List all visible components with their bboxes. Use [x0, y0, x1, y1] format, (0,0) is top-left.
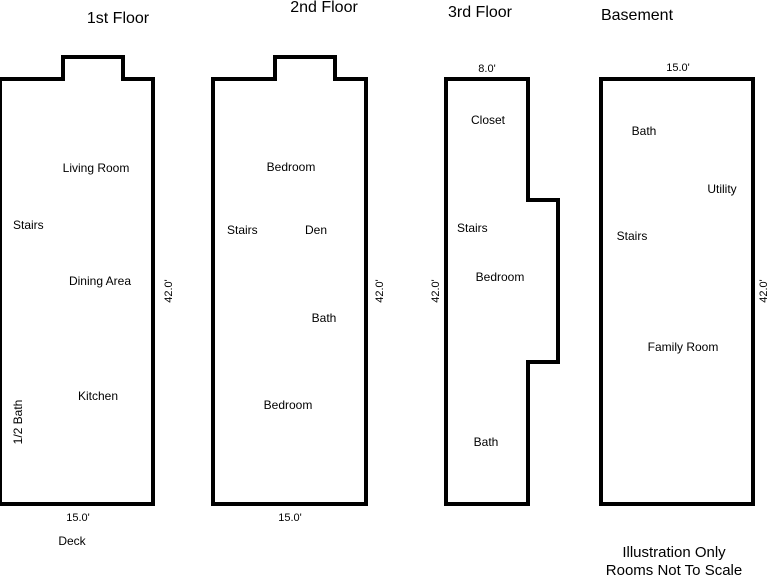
second-floor-depth-label: 42.0' [374, 279, 386, 303]
first-floor-title: 1st Floor [87, 10, 150, 27]
second-floor-outline [211, 55, 368, 506]
basement-width-label: 15.0' [666, 62, 690, 74]
room-label-stairs: Stairs [13, 218, 44, 232]
room-label-utility: Utility [707, 182, 736, 196]
third-floor-depth-label: 42.0' [430, 279, 442, 303]
room-label-dining-area: Dining Area [69, 274, 131, 288]
disclaimer-line-1: Illustration Only [622, 544, 726, 561]
disclaimer-line-2: Rooms Not To Scale [606, 562, 742, 576]
second-floor-title: 2nd Floor [290, 0, 358, 16]
room-label-stairs: Stairs [227, 223, 258, 237]
deck-label: Deck [58, 534, 86, 548]
room-label-living-room: Living Room [63, 161, 130, 175]
room-label-stairs: Stairs [457, 221, 488, 235]
room-label-den: Den [305, 223, 327, 237]
first-floor-depth-label: 42.0' [163, 279, 175, 303]
basement-outline [599, 77, 755, 506]
room-label-bedroom-upper: Bedroom [267, 160, 316, 174]
room-label-closet: Closet [471, 113, 506, 127]
room-label-bath: Bath [474, 435, 499, 449]
second-floor-plan: 2nd Floor Bedroom Stairs Den Bath Bedroo… [211, 0, 386, 524]
third-floor-outline [444, 77, 560, 506]
room-label-bedroom-lower: Bedroom [264, 398, 313, 412]
room-label-bath: Bath [312, 311, 337, 325]
room-label-bedroom: Bedroom [476, 270, 525, 284]
basement-depth-label: 42.0' [758, 279, 768, 303]
first-floor-width-label: 15.0' [66, 512, 90, 524]
third-floor-plan: 3rd Floor 8.0' Closet Stairs Bedroom Bat… [430, 4, 560, 506]
room-label-half-bath: 1/2 Bath [11, 400, 25, 445]
basement-title: Basement [601, 7, 674, 24]
room-label-stairs: Stairs [617, 229, 648, 243]
third-floor-width-label: 8.0' [478, 63, 495, 75]
third-floor-title: 3rd Floor [448, 4, 513, 21]
room-label-family-room: Family Room [648, 340, 719, 354]
room-label-bath: Bath [632, 124, 657, 138]
first-floor-outline [0, 55, 155, 506]
first-floor-plan: 1st Floor Living Room Stairs Dining Area… [0, 10, 175, 548]
second-floor-width-label: 15.0' [278, 512, 302, 524]
basement-plan: Basement 15.0' Bath Utility Stairs Famil… [599, 7, 768, 506]
disclaimer-note: Illustration Only Rooms Not To Scale [606, 544, 742, 576]
room-label-kitchen: Kitchen [78, 389, 118, 403]
